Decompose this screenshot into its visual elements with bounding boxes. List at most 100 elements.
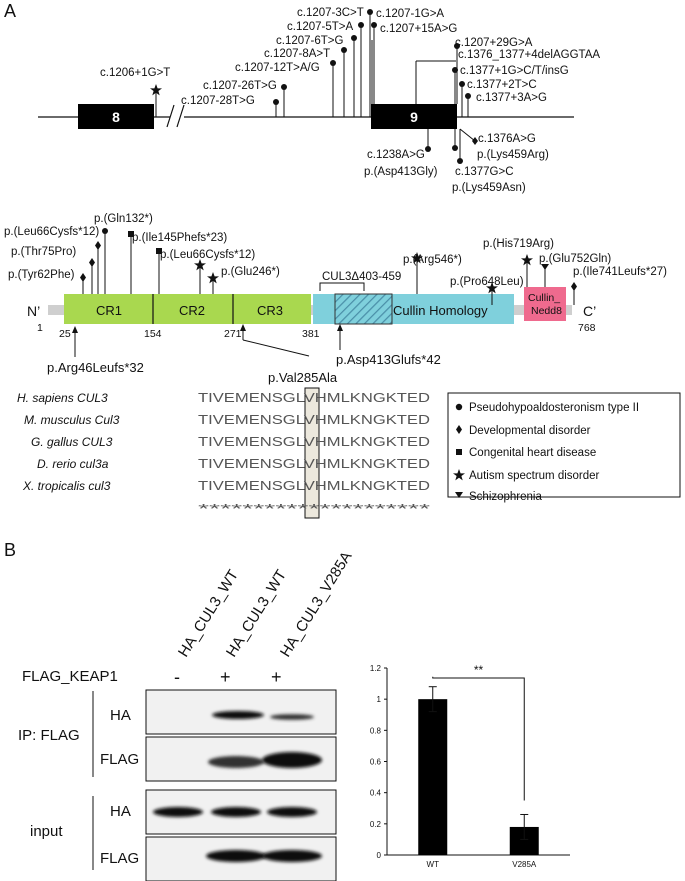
legend-label: Pseudohypoaldosteronism type II bbox=[469, 402, 639, 414]
keap1-sign: + bbox=[271, 667, 282, 687]
species-label: X. tropicalis cul3 bbox=[22, 479, 111, 493]
protein-variant-label: p.(Glu246*) bbox=[221, 266, 280, 278]
domain-label-cr2: CR2 bbox=[179, 303, 205, 318]
alignment-highlight-box bbox=[304, 387, 320, 519]
conservation-row: ********************* bbox=[198, 502, 430, 516]
exon-8-label: 8 bbox=[112, 109, 120, 125]
protein-arrows: p.Arg46Leufs*32 p.Asp413Glufs*42 p.Val28… bbox=[47, 324, 441, 385]
lane-labels: HA_CUL3_WT HA_CUL3_WT HA_CUL3_V285A bbox=[175, 549, 355, 661]
splice-labels: c.1206+1G>T c.1207-28T>G c.1207-26T>G c.… bbox=[100, 7, 600, 194]
significance-label: ** bbox=[474, 663, 484, 677]
splice-label: c.1207-3C>T bbox=[297, 7, 364, 19]
y-tick-label: 0.4 bbox=[370, 789, 382, 798]
species-label: H. sapiens CUL3 bbox=[17, 391, 108, 405]
circle-marker bbox=[330, 60, 336, 66]
exon-9-label: 9 bbox=[410, 109, 418, 125]
exon-9 bbox=[371, 104, 457, 129]
arrow-label: p.Val285Ala bbox=[268, 370, 338, 385]
star-marker bbox=[194, 259, 206, 271]
legend-label: Congenital heart disease bbox=[469, 447, 596, 459]
exon-variant-label: p.(Asp413Gly) bbox=[364, 166, 438, 178]
protein-variant-label: p.(Tyr62Phe) bbox=[8, 269, 75, 281]
y-tick-label: 0.8 bbox=[370, 726, 382, 735]
protein-variant-label: p.(Ile145Phefs*23) bbox=[132, 232, 227, 244]
circle-marker bbox=[452, 67, 458, 73]
square-marker bbox=[456, 449, 462, 455]
position-label: 768 bbox=[578, 322, 596, 334]
sequence-row: TIVEMENSGLVHMLKNGKTED bbox=[198, 391, 430, 405]
splice-label: c.1207+15A>G bbox=[380, 23, 457, 35]
diamond-marker bbox=[95, 241, 101, 250]
deletion-bracket: CUL3Δ403-459 bbox=[319, 271, 401, 291]
arrow-label: p.Arg46Leufs*32 bbox=[47, 360, 144, 375]
protein-stems bbox=[82, 233, 575, 305]
splice-label: c.1206+1G>T bbox=[100, 67, 170, 79]
blot-panel-ip-ha bbox=[145, 689, 337, 735]
blot-panel-input-flag bbox=[145, 836, 337, 881]
y-tick-label: 1.2 bbox=[370, 664, 382, 673]
deletion-region bbox=[334, 293, 393, 325]
circle-marker bbox=[351, 35, 357, 41]
blot-row-label: FLAG bbox=[100, 751, 139, 768]
exon-variant-label: p.(Lys459Asn) bbox=[452, 182, 526, 194]
x-tick-label: V285A bbox=[512, 860, 537, 869]
protein-variant-label: p.(Leu66Cysfs*12) bbox=[4, 226, 99, 238]
position-label: 381 bbox=[302, 328, 320, 340]
sequence-row: TIVEMENSGLVHMLKNGKTED bbox=[198, 413, 430, 427]
alignment: H. sapiens CUL3 M. musculus Cul3 G. gall… bbox=[17, 387, 430, 519]
triangle-down-marker bbox=[455, 492, 463, 498]
species-label: G. gallus CUL3 bbox=[31, 435, 113, 449]
splice-label: c.1377+1G>C/T/insG bbox=[460, 65, 569, 77]
circle-marker bbox=[273, 99, 279, 105]
c-terminus-label: C’ bbox=[583, 303, 596, 319]
splice-label: c.1377+3A>G bbox=[476, 92, 547, 104]
circle-marker bbox=[452, 145, 458, 151]
exon-8 bbox=[78, 104, 154, 129]
diamond-marker bbox=[80, 273, 86, 282]
circle-marker bbox=[102, 228, 108, 234]
domain-label-nedd8: Nedd8 bbox=[531, 305, 562, 317]
splice-label: c.1376_1377+4delAGGTAA bbox=[458, 49, 600, 61]
blot-panel-input-ha bbox=[145, 789, 337, 835]
deletion-label: CUL3Δ403-459 bbox=[322, 271, 401, 283]
species-label: D. rerio cul3a bbox=[37, 457, 109, 471]
blot-row-label: HA bbox=[110, 803, 131, 820]
protein-variant-label: p.(Ile741Leufs*27) bbox=[573, 266, 667, 278]
lane-label: HA_CUL3_V285A bbox=[277, 549, 355, 661]
circle-marker bbox=[465, 93, 471, 99]
arrow-label: p.Asp413Glufs*42 bbox=[336, 352, 441, 367]
legend: Pseudohypoaldosteronism type II Developm… bbox=[447, 392, 681, 503]
star-marker bbox=[150, 84, 162, 96]
position-label: 154 bbox=[144, 328, 162, 340]
circle-marker bbox=[341, 47, 347, 53]
ip-flag-label: IP: FLAG bbox=[18, 727, 80, 744]
blot-panel-ip-flag bbox=[145, 736, 337, 782]
protein-variant-label: p.(Glu752Gln) bbox=[539, 253, 611, 265]
circle-marker bbox=[371, 22, 377, 28]
square-marker bbox=[156, 248, 162, 254]
protein-variant-label: p.(Pro648Leu) bbox=[450, 276, 524, 288]
chart-axes: 00.20.40.60.811.2 bbox=[370, 664, 570, 860]
protein-variant-label: p.(Gln132*) bbox=[94, 213, 153, 225]
protein-schematic: CR1 CR2 CR3 Cullin Homology Cullin_ Nedd… bbox=[27, 287, 596, 340]
panel-b-letter: B bbox=[4, 540, 16, 560]
exon-variant-label: c.1377G>C bbox=[455, 166, 514, 178]
y-tick-label: 1 bbox=[377, 695, 382, 704]
y-tick-label: 0.2 bbox=[370, 820, 382, 829]
keap1-sign: + bbox=[220, 667, 231, 687]
star-marker bbox=[453, 469, 465, 481]
splice-markers bbox=[150, 9, 478, 164]
bar bbox=[418, 699, 448, 855]
splice-label: c.1207-28T>G bbox=[181, 95, 255, 107]
splice-stems bbox=[155, 14, 476, 159]
blot-row-label: HA bbox=[110, 707, 131, 724]
protein-variant-label: p.(Leu66Cysfs*12) bbox=[160, 249, 255, 261]
significance-bracket: ** bbox=[432, 663, 525, 801]
circle-marker bbox=[367, 9, 373, 15]
splice-label: c.1207-8A>T bbox=[264, 48, 330, 60]
protein-variant-label: p.(His719Arg) bbox=[483, 238, 554, 250]
sequence-row: TIVEMENSGLVHMLKNGKTED bbox=[198, 457, 430, 471]
splice-label: c.1207-26T>G bbox=[203, 80, 277, 92]
